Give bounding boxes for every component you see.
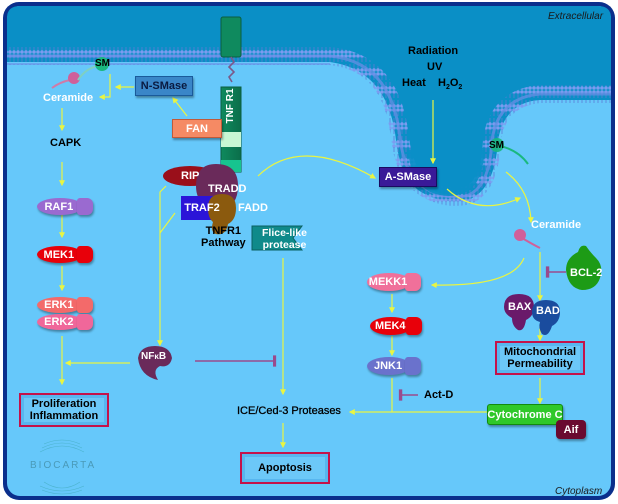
jnk1-label: JNK1 — [373, 360, 403, 372]
erk2-label: ERK2 — [44, 316, 74, 328]
node-mek1[interactable]: MEK1 — [37, 246, 93, 263]
bad-shape — [532, 300, 560, 335]
node-rip[interactable]: RIP — [181, 170, 200, 182]
node-raf1[interactable]: RAF1 — [37, 198, 93, 215]
stimulus-h2o2: H2O2 — [438, 77, 463, 92]
node-sm-right[interactable]: SM — [489, 140, 504, 151]
biocarta-brand-label: BioCarta — [30, 460, 97, 471]
node-nfkb[interactable]: NFκB — [141, 351, 167, 362]
activation-arrows — [59, 74, 543, 449]
fadd-shape — [208, 194, 236, 235]
erk2-tail-icon — [77, 314, 93, 330]
arrow-fadd-to-asmase — [257, 155, 377, 179]
node-n-smase[interactable]: N-SMase — [135, 76, 193, 96]
arrow-traf2-branch — [159, 212, 176, 234]
node-mekk1[interactable]: MEKK1 — [367, 273, 421, 291]
bax-shape — [504, 294, 534, 331]
node-fan[interactable]: FAN — [172, 119, 222, 138]
nfkb-shape — [138, 346, 172, 380]
flice-shape — [251, 225, 303, 251]
mek1-label: MEK1 — [43, 248, 75, 261]
jnk1-body-icon — [367, 357, 411, 375]
erk1-body-icon — [37, 297, 83, 313]
node-bad[interactable]: BAD — [536, 305, 560, 317]
erk2-body-icon — [37, 314, 83, 330]
arrow-rip-to-nfkb — [157, 185, 167, 347]
outcome-apoptosis[interactable]: Apoptosis — [240, 452, 330, 484]
node-bcl2[interactable]: BCL-2 — [570, 267, 603, 279]
biocarta-logo — [39, 439, 85, 495]
stimulus-heat: Heat — [402, 77, 426, 89]
node-tradd[interactable]: TRADD — [208, 183, 247, 195]
stimulus-radiation: Radiation — [408, 45, 459, 57]
arrow-sm-to-ceramide-right — [505, 171, 534, 224]
arrow-ceramide-to-mekk1 — [430, 257, 525, 289]
raf1-body-icon — [37, 198, 83, 215]
mekk1-tail-icon — [405, 273, 421, 291]
arrow-asmase-to-sm — [446, 188, 522, 207]
mekk1-label: MEKK1 — [368, 276, 408, 288]
node-ceramide-right[interactable]: Ceramide — [531, 219, 582, 231]
stimulus-uv: UV — [427, 61, 443, 73]
mek1-tail-icon — [77, 246, 93, 263]
tnfr1-transmembrane — [227, 56, 236, 83]
node-tnfr1[interactable]: TNF R1 — [225, 88, 236, 124]
node-capk[interactable]: CAPK — [50, 137, 82, 149]
mek1-body-icon — [37, 246, 83, 263]
node-erk2[interactable]: ERK2 — [37, 314, 93, 330]
raf1-tail-icon — [77, 198, 93, 215]
sm-lipid-left-icon — [77, 57, 109, 81]
raf1-label: RAF1 — [44, 200, 74, 213]
node-fadd[interactable]: FADD — [238, 202, 268, 214]
arrow-sm-to-ceramide — [98, 74, 111, 100]
node-erk1[interactable]: ERK1 — [37, 297, 93, 313]
node-ice-ced3-proteases[interactable]: ICE/Ced-3 Proteases — [237, 405, 341, 417]
erk1-tail-icon — [77, 297, 93, 313]
node-ceramide-left[interactable]: Ceramide — [43, 92, 94, 104]
mek4-tail-icon — [406, 317, 422, 335]
jnk1-tail-icon — [405, 357, 421, 375]
node-a-smase[interactable]: A-SMase — [379, 167, 437, 187]
mek4-label: MEK4 — [374, 320, 406, 332]
mek4-body-icon — [370, 317, 412, 335]
node-mek4[interactable]: MEK4 — [370, 317, 422, 335]
inhibition-lines — [195, 266, 566, 401]
extracellular-label: Extracellular — [548, 11, 604, 22]
node-aif[interactable]: Aif — [556, 420, 586, 439]
tnfr1-extracellular-domain — [220, 16, 242, 58]
node-bax[interactable]: BAX — [508, 301, 532, 313]
arrow-fan-to-nsmase — [172, 97, 188, 117]
bcl2-shape — [566, 245, 602, 290]
mekk1-body-icon — [367, 273, 411, 291]
ceramide-lipid-left-icon — [51, 72, 80, 89]
node-jnk1[interactable]: JNK1 — [367, 357, 421, 375]
cytoplasm-label: Cytoplasm — [555, 486, 603, 497]
ceramide-lipid-right-icon — [514, 229, 541, 249]
node-cytochrome-c[interactable]: Cytochrome C — [487, 404, 563, 425]
erk1-label: ERK1 — [44, 299, 74, 311]
node-traf2[interactable]: TRAF2 — [184, 202, 220, 214]
sm-lipid-right-icon — [490, 138, 529, 165]
node-act-d[interactable]: Act-D — [424, 389, 454, 401]
node-sm-left[interactable]: SM — [95, 58, 110, 69]
